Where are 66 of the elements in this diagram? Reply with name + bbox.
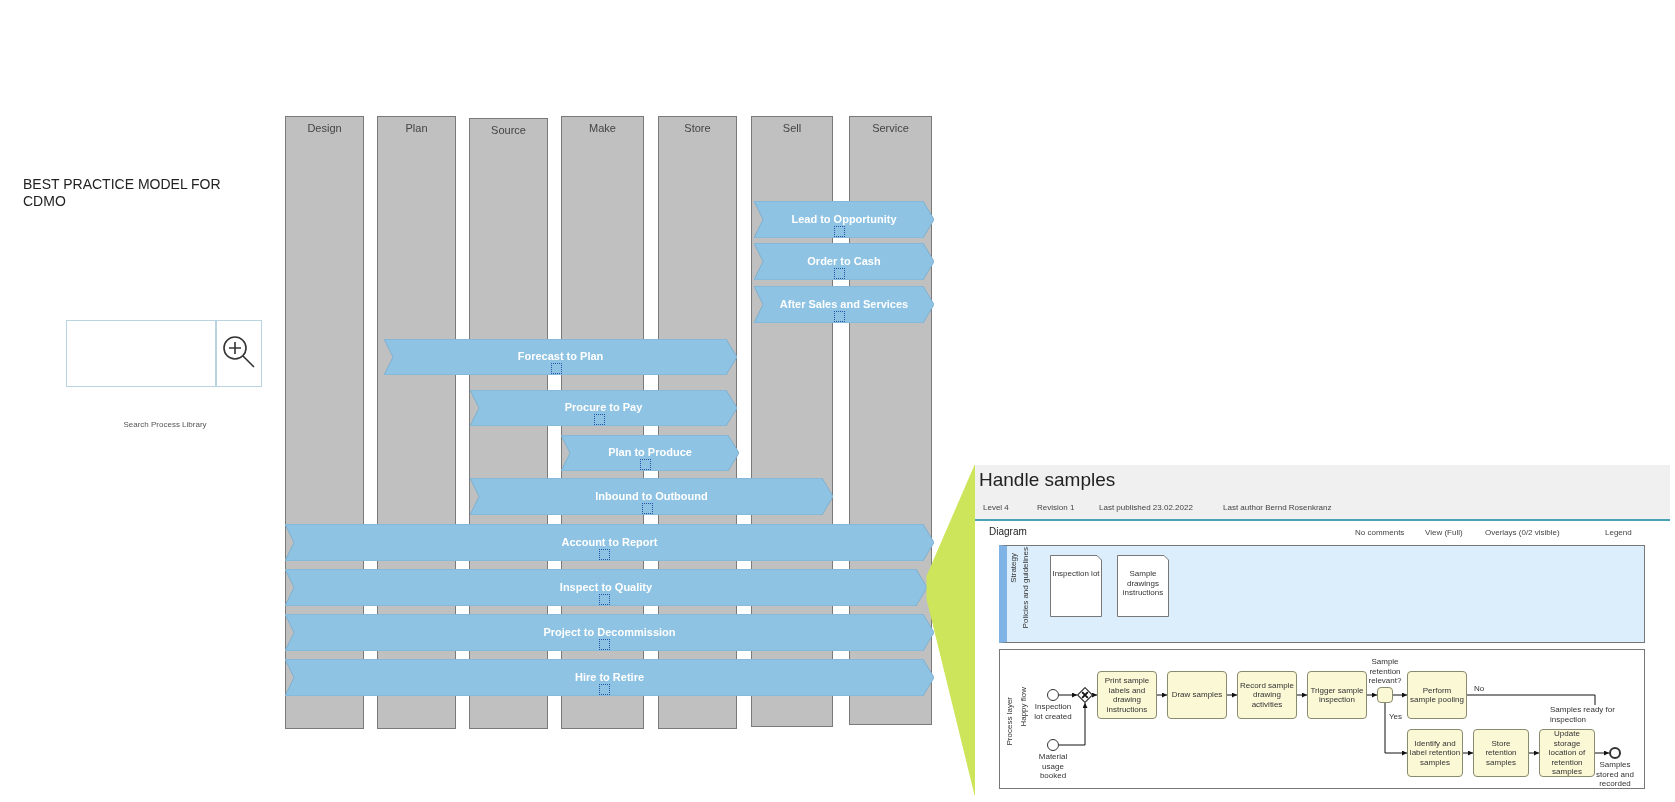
start-event-circle — [1047, 739, 1059, 751]
arrow — [1156, 692, 1168, 698]
process-task: Perform sample pooling — [1407, 671, 1467, 719]
arrow — [1594, 750, 1610, 756]
lane-label: Policies and guidelines — [1021, 547, 1030, 629]
edge-label: No — [1473, 684, 1486, 693]
process-band — [754, 243, 934, 280]
arrow — [1296, 692, 1308, 698]
process-task: Update storage location of retention samples — [1539, 729, 1595, 777]
process-band — [470, 478, 833, 515]
edge-label: Yes — [1388, 712, 1404, 721]
page-title: BEST PRACTICE MODEL FOR CDMO — [23, 176, 222, 210]
meta-text: Last published 23.02.2022 — [1099, 503, 1193, 512]
lane-label: Strategy — [1009, 553, 1018, 583]
process-task: Store retention samples — [1473, 729, 1529, 777]
arrow — [1092, 692, 1098, 698]
meta-text: Last author Bernd Rosenkranz — [1223, 503, 1332, 512]
arrow — [1384, 702, 1408, 756]
meta-text: No comments — [1355, 528, 1405, 537]
document-shape — [1050, 555, 1102, 617]
meta-text: Level 4 — [983, 503, 1009, 512]
event-label: Samples stored and recorded — [1595, 760, 1635, 789]
process-band — [754, 201, 934, 238]
event-label: Sample retention relevant? — [1367, 657, 1403, 686]
process-band — [285, 569, 927, 606]
process-band — [561, 435, 739, 471]
process-task — [1377, 687, 1393, 703]
arrow — [1058, 702, 1088, 746]
end-event-circle — [1609, 747, 1621, 759]
arrow — [1392, 692, 1408, 698]
lane-label: Happy flow — [1019, 687, 1028, 727]
process-band — [470, 390, 737, 426]
process-band — [285, 659, 934, 696]
process-band — [285, 524, 934, 561]
process-band — [384, 339, 737, 375]
screenshot-title: Handle samples — [979, 469, 1116, 491]
process-task: Identify and label retention samples — [1407, 729, 1463, 777]
end-label: Samples ready for inspection — [1550, 705, 1640, 725]
process-band — [754, 286, 934, 323]
arrow — [1462, 750, 1474, 756]
process-task: Print sample labels and drawing instructions — [1097, 671, 1157, 719]
process-task: Trigger sample inspection — [1307, 671, 1367, 719]
section-heading: Diagram — [989, 526, 1027, 537]
meta-text: Legend — [1605, 528, 1632, 537]
document-shape — [1117, 555, 1169, 617]
document-label: Sample drawings instructions — [1121, 569, 1165, 598]
process-task: Draw samples — [1167, 671, 1227, 719]
document-label: Inspection lot — [1052, 569, 1100, 579]
meta-text: View (Full) — [1425, 528, 1463, 537]
arrow — [1528, 750, 1540, 756]
meta-text: Overlays (0/2 visible) — [1485, 528, 1560, 537]
lane-label: Process layer — [1005, 697, 1014, 746]
arrow — [1058, 692, 1078, 698]
process-task: Record sample drawing activities — [1237, 671, 1297, 719]
process-band — [285, 614, 934, 651]
event-label: Material usage booked — [1037, 752, 1069, 781]
process-label: Procure to Pay — [563, 400, 644, 413]
arrow — [1226, 692, 1238, 698]
search-caption: Search Process Library — [122, 420, 208, 429]
start-event-circle — [1047, 689, 1059, 701]
arrow — [1366, 692, 1378, 698]
process-label: Hire to Retire — [573, 670, 646, 683]
meta-text: Revision 1 — [1037, 503, 1075, 512]
event-label: Inspection lot created — [1033, 702, 1073, 721]
gateway-diamond — [1077, 687, 1093, 703]
zoom-callout-wedge — [926, 464, 976, 796]
